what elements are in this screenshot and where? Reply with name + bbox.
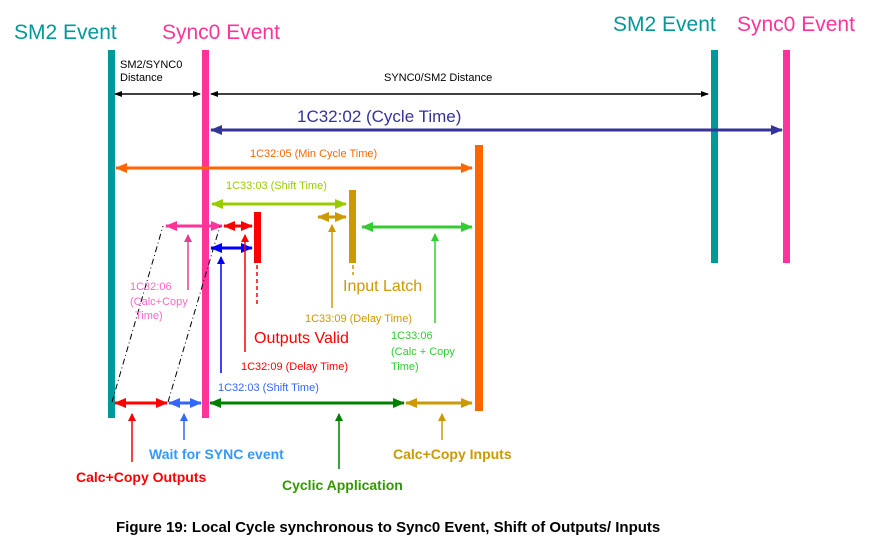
output-calc-copy-time-label-2: (Calc+Copy [130,296,188,308]
sm2-event-label-left: SM2 Event [14,21,117,44]
calc-copy-inputs-label: Calc+Copy Inputs [393,446,512,462]
sm2-event-label-right: SM2 Event [613,13,716,36]
output-calc-copy-time-label-3: Time) [135,310,163,322]
wait-for-sync-label: Wait for SYNC event [149,446,284,462]
min-cycle-time-label: 1C32:05 (Min Cycle Time) [250,148,377,160]
figure-caption: Figure 19: Local Cycle synchronous to Sy… [116,519,660,536]
calc-copy-projection-line-1 [111,225,164,403]
calc-copy-outputs-label: Calc+Copy Outputs [76,469,207,485]
min-cycle-end-bar [475,145,483,411]
sync0-sm2-distance-label: SYNC0/SM2 Distance [384,72,492,84]
output-shift-time-label: 1C32:03 (Shift Time) [218,382,319,394]
input-latch-label: Input Latch [343,278,422,295]
sm2-event-bar-left [108,50,115,418]
outputs-valid-label: Outputs Valid [254,330,349,347]
sync0-event-label-right: Sync0 Event [737,13,855,36]
sync0-event-label-left: Sync0 Event [162,21,280,44]
cycle-time-label: 1C32:02 (Cycle Time) [297,107,461,126]
input-calc-copy-time-label-3: Time) [391,361,419,373]
sm2-sync0-distance-label-1: SM2/SYNC0 [120,59,182,71]
output-calc-copy-time-label-1: 1C32:06 [130,281,172,293]
cyclic-application-label: Cyclic Application [282,477,403,493]
sm2-event-bar-right [711,50,718,263]
input-calc-copy-time-label-1: 1C33:06 [391,330,433,342]
output-delay-time-label: 1C32:09 (Delay Time) [241,361,348,373]
outputs-valid-bar [254,212,261,263]
input-shift-time-label: 1C33:03 (Shift Time) [226,180,327,192]
input-calc-copy-time-label-2: (Calc + Copy [391,346,455,358]
calc-copy-projection-line-2 [167,225,221,403]
sm2-sync0-distance-label-2: Distance [120,72,163,84]
sync0-event-bar-right [783,50,790,263]
input-delay-time-label: 1C33:09 (Delay Time) [305,313,412,325]
input-latch-bar [349,190,356,263]
sync0-event-bar-left [202,50,209,418]
